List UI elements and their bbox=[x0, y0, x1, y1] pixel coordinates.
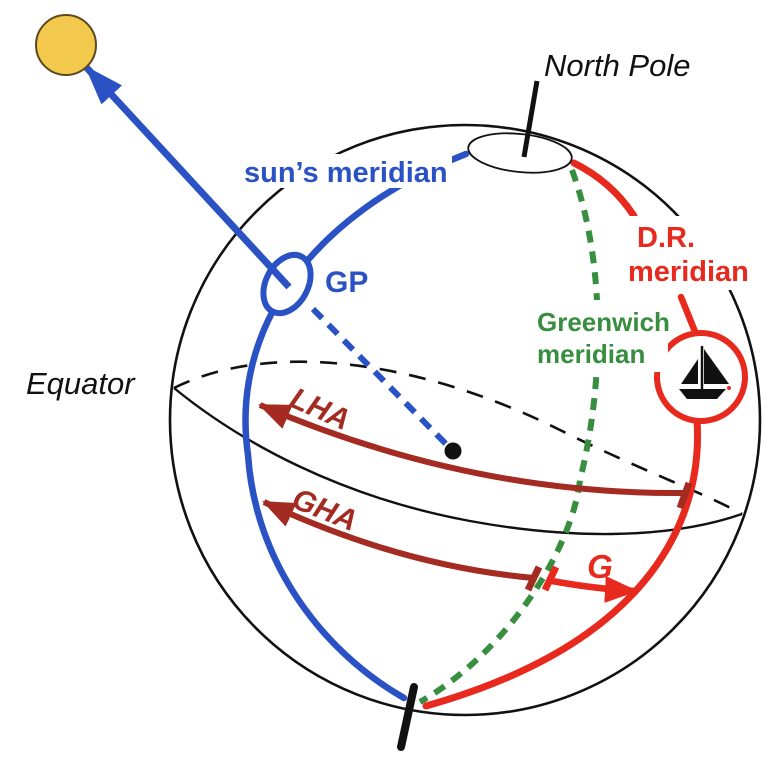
lha-arc bbox=[258, 402, 685, 497]
greenwich-label-line2: meridian bbox=[537, 339, 645, 369]
dr-label-bg bbox=[624, 216, 760, 290]
earth-center-dot bbox=[444, 442, 462, 460]
g-start-tick bbox=[541, 565, 560, 592]
sailboat-icon bbox=[679, 346, 731, 399]
dr-meridian-lower-arc bbox=[422, 416, 702, 710]
equator-label: Equator bbox=[26, 366, 136, 401]
gha-endbar bbox=[524, 565, 543, 592]
gp-center-dashed-line bbox=[310, 306, 449, 447]
g-label: G bbox=[587, 548, 613, 585]
dr-meridian-upper-arc bbox=[570, 159, 638, 220]
dr-label-line2: meridian bbox=[628, 256, 749, 288]
south-pole-tick bbox=[397, 683, 418, 751]
north-pole-ellipse bbox=[467, 132, 573, 174]
sailboat-jib-sail bbox=[681, 359, 698, 384]
greenwich-label-line1: Greenwich bbox=[537, 307, 670, 337]
equator-front-arc bbox=[173, 387, 743, 536]
g-arrow bbox=[551, 575, 638, 603]
north-pole-tick bbox=[521, 80, 540, 158]
gp-label: GP bbox=[325, 266, 368, 299]
suns-meridian-label-bg bbox=[240, 154, 452, 188]
sailboat-main-sail bbox=[704, 349, 729, 384]
gha-arc bbox=[262, 499, 535, 581]
dr-meridian-leader bbox=[677, 293, 700, 338]
sailboat-hull bbox=[679, 389, 726, 399]
dr-label-line1: D.R. bbox=[637, 222, 695, 254]
suns-meridian-arc bbox=[242, 150, 470, 702]
suns-meridian-label: sun’s meridian bbox=[244, 157, 448, 189]
greenwich-label-bg bbox=[528, 300, 668, 372]
sailboat-flag-dot bbox=[727, 386, 731, 390]
lha-endbar bbox=[676, 481, 693, 510]
earth-sphere-outline bbox=[168, 123, 762, 717]
greenwich-meridian-arc bbox=[418, 168, 601, 705]
sun-icon bbox=[35, 14, 97, 76]
north-pole-label: North Pole bbox=[544, 48, 690, 83]
dr-position-marker bbox=[654, 330, 748, 424]
sun-sight-arrow bbox=[83, 64, 292, 290]
